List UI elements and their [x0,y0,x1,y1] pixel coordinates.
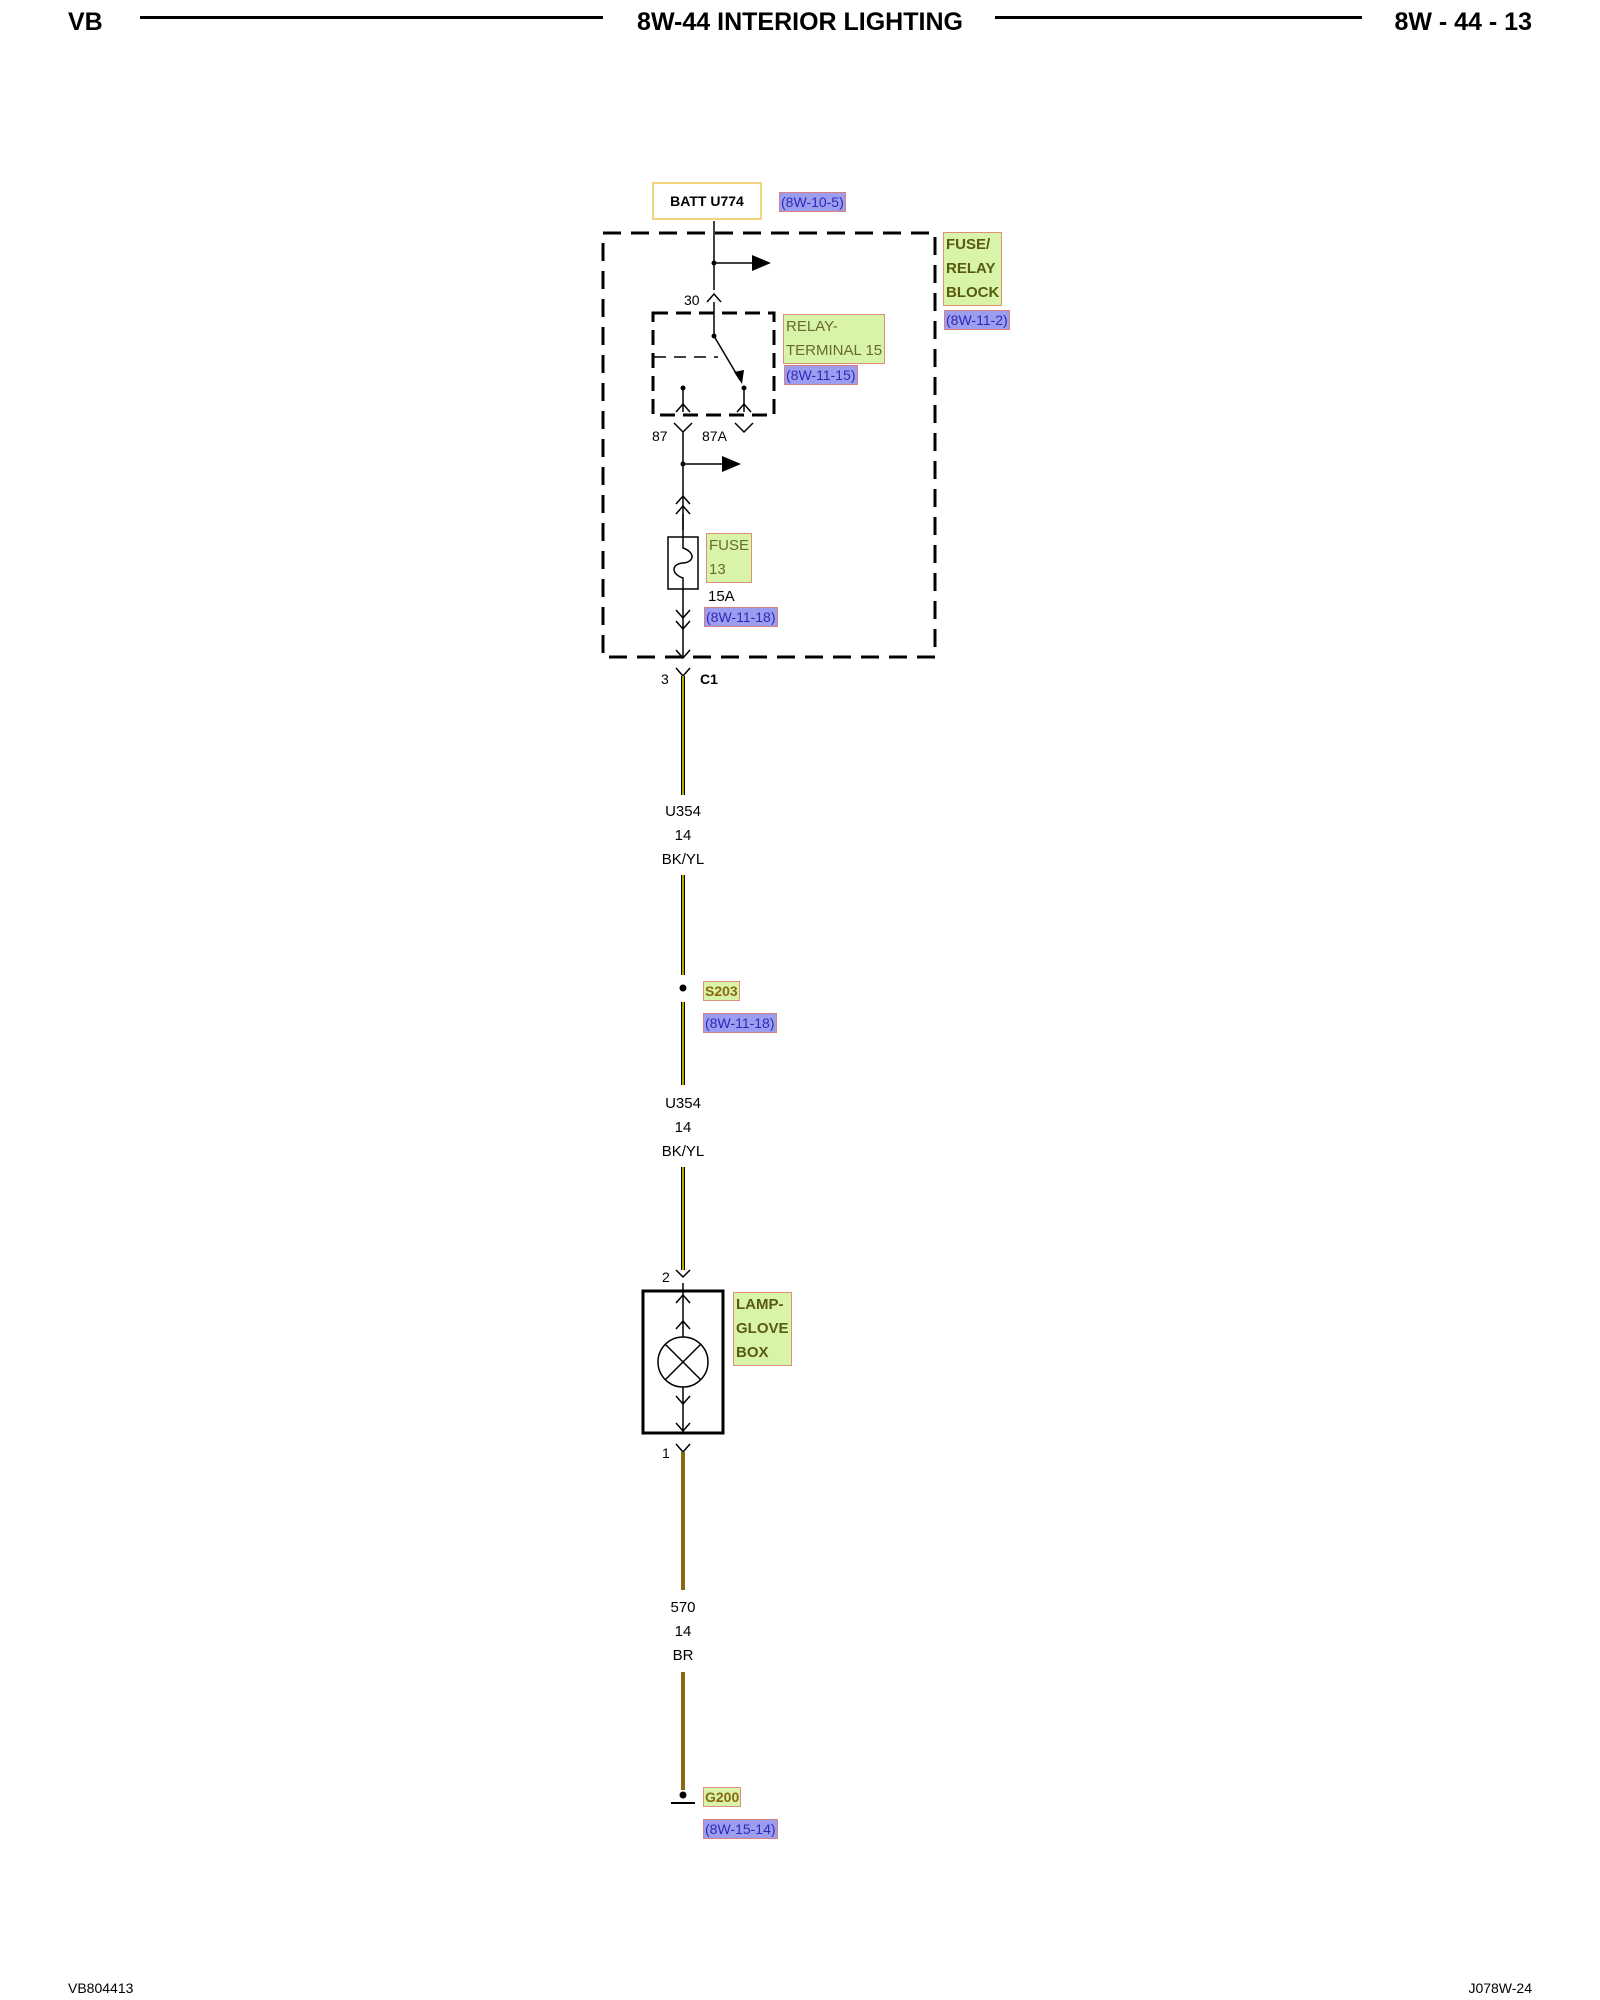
wire-1-circuit: U354 [665,803,701,820]
lamp-pin-2-connector [675,1269,691,1279]
wire-1-color: BK/YL [661,851,705,868]
relay-symbol [651,302,776,434]
lamp-pin-1-connector [675,1443,691,1454]
page-title: 8W-44 INTERIOR LIGHTING [637,8,963,36]
relay-pin-87: 87 [652,428,668,444]
c1-connector-label: C1 [700,671,718,687]
lamp-pin-1: 1 [662,1445,670,1461]
wire-3-color: BR [672,1647,694,1664]
relay-pin-30: 30 [684,292,700,308]
header-rule-left [140,16,603,19]
splice-s203-dot [679,984,687,992]
fuse-rating: 15A [708,588,735,605]
ground-ref-link[interactable]: (8W-15-14) [703,1819,778,1839]
fuse-13-symbol [667,514,699,660]
wire-3-circuit: 570 [670,1599,696,1616]
lamp-pin-2: 2 [662,1269,670,1285]
fuse-relay-block-label: FUSE/ RELAY BLOCK [943,232,1003,306]
relay-ref-link[interactable]: (8W-11-15) [784,365,858,385]
wire-2-gauge: 14 [674,1119,692,1136]
page-number: 8W - 44 - 13 [1394,8,1532,36]
battery-ref-link[interactable]: (8W-10-5) [779,192,846,212]
battery-u774-label: BATT U774 [652,182,762,220]
footer-diagram-id: VB804413 [68,1980,134,1996]
fuse-13-label: FUSE 13 [706,533,753,583]
c1-pin-number: 3 [661,671,669,687]
wire-3-gauge: 14 [674,1623,692,1640]
c1-connector-symbol [675,667,691,678]
fuse-feed [675,432,741,530]
fuse-relay-block-ref-link[interactable]: (8W-11-2) [944,310,1010,330]
lamp-glove-box-symbol [641,1283,725,1435]
header-vehicle-code: VB [68,8,103,36]
battery-feed [706,221,771,303]
relay-pin-87a: 87A [702,428,727,444]
header-rule-right [995,16,1362,19]
wire-2-circuit: U354 [665,1095,701,1112]
fuse-ref-link[interactable]: (8W-11-18) [704,607,778,627]
relay-terminal-15-label: RELAY- TERMINAL 15 [783,314,886,364]
footer-doc-code: J078W-24 [1468,1980,1532,1996]
lamp-glove-box-label: LAMP- GLOVE BOX [733,1292,792,1366]
splice-ref-link[interactable]: (8W-11-18) [703,1013,777,1033]
fuse-relay-block-outline [601,231,937,659]
splice-s203-label: S203 [703,981,740,1001]
wire-1-gauge: 14 [674,827,692,844]
ground-g200-symbol [671,1791,695,1804]
ground-g200-label: G200 [703,1787,742,1807]
wire-2-color: BK/YL [661,1143,705,1160]
